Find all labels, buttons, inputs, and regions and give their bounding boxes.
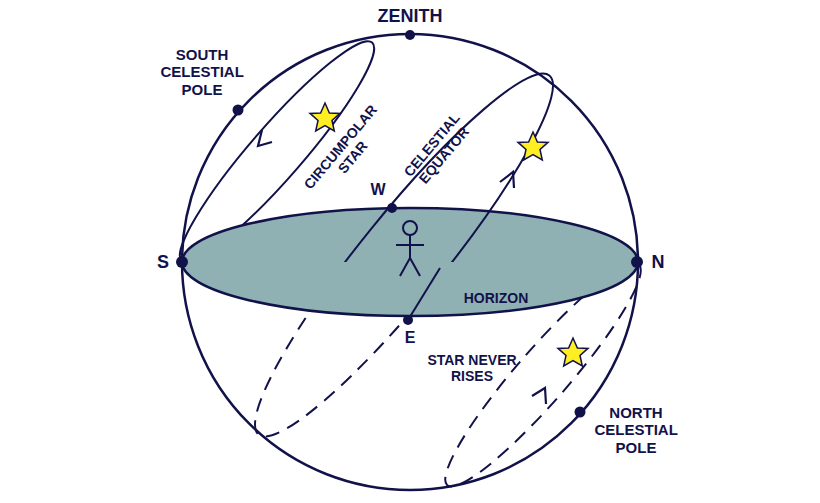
zenith-label: ZENITH [378,6,443,27]
direction-label: S [157,252,169,273]
direction-label: W [370,181,385,199]
path-label: CELESTIAL EQUATOR [401,110,475,190]
path-label: STAR NEVER RISES [422,352,522,384]
pole-label: SOUTH CELESTIAL POLE [160,46,243,98]
direction-label: N [652,252,665,273]
horizon-label: HORIZON [464,290,529,306]
pole-label: NORTH CELESTIAL POLE [594,404,677,456]
direction-label: E [405,329,416,347]
